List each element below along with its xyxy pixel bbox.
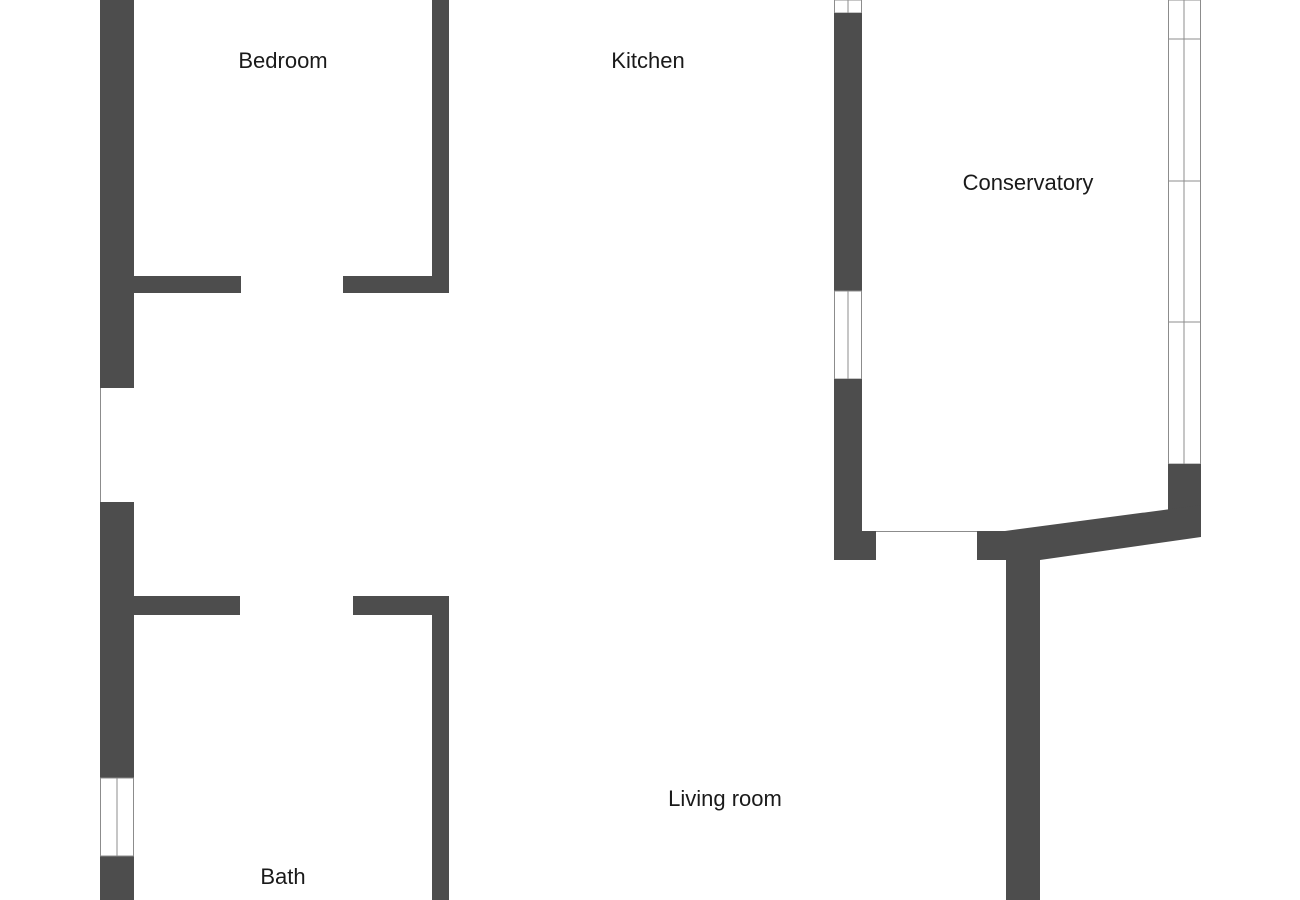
bath-wall-right [353, 596, 449, 615]
bedroom-wall-left [134, 276, 241, 293]
bath-wall-east [432, 596, 449, 900]
living-room-east-wall [1006, 560, 1040, 900]
left-wall-lower [100, 856, 134, 900]
conservatory-window-top [834, 0, 862, 14]
room-label-kitchen: Kitchen [611, 48, 684, 73]
conservatory-diagonal-wall [977, 505, 1201, 560]
left-wall-upper [100, 0, 134, 388]
conservatory-west-wall-upper [834, 13, 862, 291]
conservatory-window-east [1168, 0, 1201, 465]
conservatory-west-wall-lower [834, 379, 862, 531]
room-label-living-room: Living room [668, 786, 782, 811]
left-wall-middle [100, 502, 134, 778]
room-label-bedroom: Bedroom [238, 48, 327, 73]
bath-window [100, 777, 134, 857]
room-label-bath: Bath [260, 864, 305, 889]
bedroom-wall-right [343, 276, 449, 293]
bedroom-wall-east [432, 0, 449, 293]
conservatory-window-west [834, 290, 862, 380]
bath-wall-left [134, 596, 240, 615]
conservatory-south-stub-left [834, 531, 876, 560]
room-label-conservatory: Conservatory [963, 170, 1094, 195]
